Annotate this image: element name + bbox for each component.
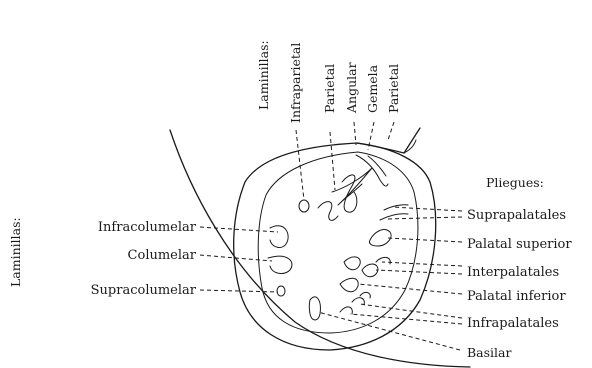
label-angular: Angular — [344, 62, 359, 114]
label-suprapalatales: Suprapalatales — [467, 208, 566, 223]
leader-parietal-2 — [388, 122, 394, 140]
shell-body-whorl-arc — [170, 130, 470, 367]
leader-interpalatales-1 — [382, 262, 462, 266]
interpalatal-fold-2 — [362, 264, 378, 277]
label-infracolumelar: Infracolumelar — [98, 220, 197, 235]
palatal-superior-fold — [369, 230, 391, 246]
leader-suprapalatales-1 — [392, 207, 462, 211]
suture-line — [357, 128, 420, 153]
leader-suprapalatales-2 — [386, 217, 462, 219]
leader-palatal-inferior — [358, 284, 462, 294]
label-parietal-2: Parietal — [386, 64, 401, 113]
infracolumellar-lamella — [270, 226, 288, 248]
infraparietal-lamella — [299, 200, 309, 212]
suprapalatal-fold-2 — [380, 214, 408, 220]
columellar-lamella — [268, 256, 292, 273]
supracolumellar-lamella — [277, 286, 285, 296]
leader-interpalatales-2 — [376, 270, 462, 274]
shell-outline — [170, 128, 470, 367]
parietal-lower-fold — [318, 202, 338, 221]
lamellae — [268, 155, 408, 320]
label-columelar: Columelar — [128, 248, 197, 263]
interpalatal-fold-1 — [344, 257, 360, 270]
label-basilar: Basilar — [467, 345, 512, 360]
palatal-inferior-fold — [340, 278, 358, 292]
label-palatal-inferior: Palatal inferior — [467, 289, 566, 304]
label-parietal: Parietal — [322, 64, 337, 113]
label-infrapalatales: Infrapalatales — [467, 316, 559, 331]
interpalatal-fold-3 — [376, 257, 390, 264]
leader-parietal — [330, 132, 335, 190]
leader-columelar — [200, 255, 272, 261]
label-interpalatales: Interpalatales — [467, 265, 559, 280]
right-group-title: Pliegues: — [486, 175, 544, 190]
left-group-title: Laminillas: — [8, 217, 23, 287]
infrapalatal-fold-3 — [360, 292, 370, 298]
basilar-fold — [309, 297, 320, 320]
infrapalatal-fold-1 — [340, 307, 352, 314]
label-supracolumelar: Supracolumelar — [91, 283, 197, 298]
label-palatal-superior: Palatal superior — [467, 237, 572, 252]
leader-infracolumelar — [200, 227, 278, 232]
aperture-inner-margin — [258, 152, 418, 333]
top-group-title: Laminillas: — [256, 40, 271, 110]
label-infraparietal: Infraparietal — [288, 43, 303, 123]
label-gemela: Gemela — [365, 64, 380, 113]
leader-angular — [354, 122, 356, 145]
leader-palatal-superior — [388, 238, 462, 242]
